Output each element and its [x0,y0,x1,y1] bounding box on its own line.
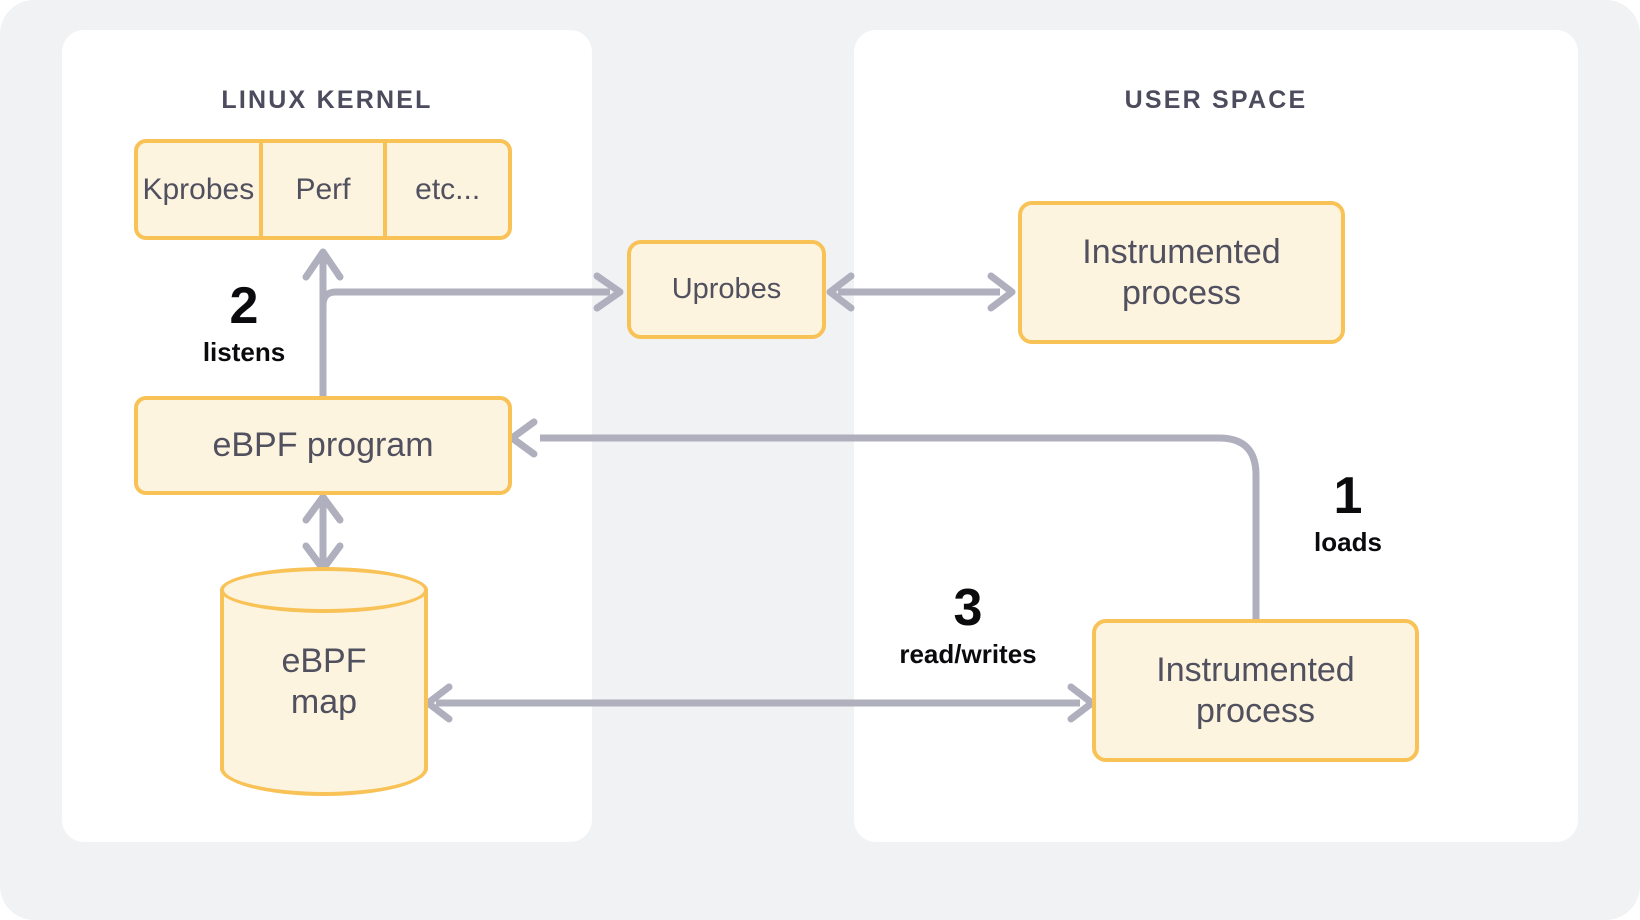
probe-cell-kprobes[interactable]: Kprobes [138,143,263,236]
panel-title-user-space: USER SPACE [1124,86,1308,114]
cylinder-top-ellipse [220,567,428,613]
node-ebpf-program[interactable]: eBPF program [134,396,512,495]
step-marker-1: 1 loads [1258,470,1438,557]
arrowhead-uprobes [593,272,624,312]
instrumented-top-label: Instrumented process [1082,232,1280,312]
step-2-number: 2 [229,277,259,335]
step-3-caption: read/writes [899,639,1037,669]
ebpf-map-label: eBPF map [220,567,428,796]
step-2-caption: listens [202,337,286,367]
probe-cell-perf[interactable]: Perf [263,143,388,236]
node-instrumented-process-bottom[interactable]: Instrumented process [1092,619,1419,762]
ebpf-map-line2: map [290,682,358,721]
node-instrumented-process-top[interactable]: Instrumented process [1018,201,1345,344]
instrumented-bottom-line1: Instrumented [1156,651,1355,690]
step-1-number: 1 [1333,467,1363,525]
ebpf-map-line1: eBPF [281,641,367,680]
instrumented-top-line2: process [1121,273,1242,312]
node-uprobes[interactable]: Uprobes [627,240,826,339]
cylinder-body [220,589,428,796]
step-marker-3: 3 read/writes [858,582,1078,669]
node-ebpf-map[interactable]: eBPF map [220,567,428,796]
panel-title-linux-kernel: LINUX KERNEL [221,86,433,114]
instrumented-top-line1: Instrumented [1082,233,1281,272]
node-kernel-probes[interactable]: Kprobes Perf etc... [134,139,512,240]
step-3-number: 3 [953,579,983,637]
instrumented-bottom-label: Instrumented process [1156,650,1354,730]
instrumented-bottom-line2: process [1195,691,1316,730]
step-1-caption: loads [1314,527,1382,557]
probe-cell-etc[interactable]: etc... [415,172,481,206]
step-marker-2: 2 listens [178,280,310,367]
arrowhead-uprobes-left [826,272,855,312]
